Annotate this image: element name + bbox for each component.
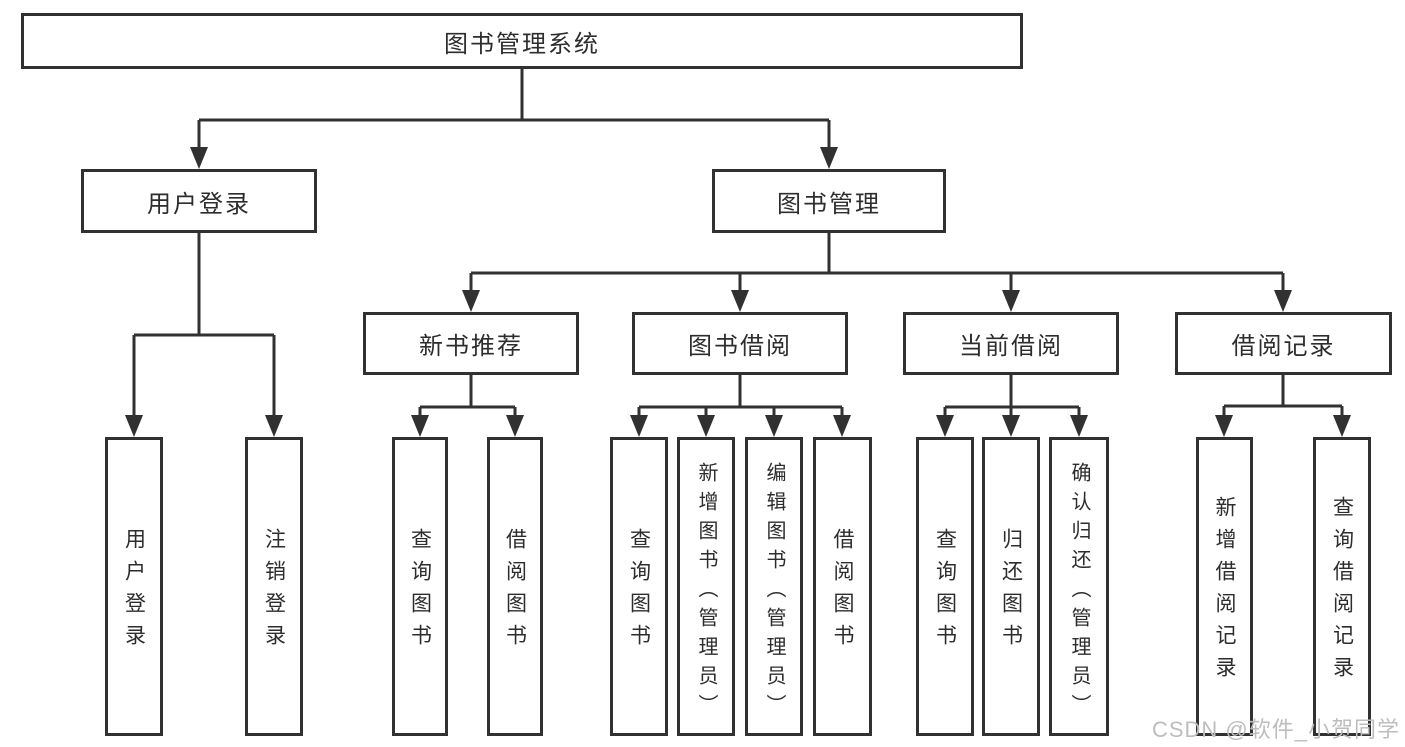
csdn-watermark: CSDN @软件_小贺同学	[1151, 717, 1400, 742]
node-book-borrow-label: 图书借阅	[688, 333, 792, 360]
node-new-book-recommend: 新书推荐	[363, 312, 579, 375]
leaf-query-borrow-record: 查询借阅记录	[1313, 437, 1371, 736]
node-book-management-label: 图书管理	[777, 190, 881, 218]
node-borrow-records-label: 借阅记录	[1231, 333, 1336, 360]
leaf-query-book-current: 查询图书	[916, 437, 974, 736]
leaf-logout: 注销登录	[245, 437, 303, 736]
leaf-add-book-admin: 新增图书（管理员）	[677, 437, 735, 736]
leaf-return-book: 归还图书	[982, 437, 1040, 736]
leaf-add-borrow-record-label: 新增借阅记录	[1213, 496, 1236, 688]
node-new-book-recommend-label: 新书推荐	[419, 333, 523, 360]
node-current-borrow: 当前借阅	[903, 312, 1119, 375]
leaf-user-login-label: 用户登录	[122, 528, 146, 656]
leaf-query-book-borrow-label: 查询图书	[627, 528, 651, 656]
leaf-query-book-recommend-label: 查询图书	[408, 528, 432, 656]
leaf-query-book-borrow: 查询图书	[610, 437, 668, 736]
leaf-borrow-book: 借阅图书	[813, 437, 872, 736]
node-user-login: 用户登录	[81, 169, 317, 233]
node-current-borrow-label: 当前借阅	[959, 333, 1063, 360]
leaf-borrow-book-label: 借阅图书	[831, 528, 854, 656]
leaf-logout-label: 注销登录	[262, 528, 286, 656]
node-borrow-records: 借阅记录	[1175, 312, 1392, 375]
leaf-confirm-return-admin-label: 确认归还（管理员）	[1068, 461, 1090, 723]
leaf-user-login: 用户登录	[105, 437, 163, 736]
leaf-borrow-book-recommend-label: 借阅图书	[503, 528, 527, 656]
leaf-query-book-current-label: 查询图书	[933, 528, 957, 656]
leaf-return-book-label: 归还图书	[999, 528, 1023, 656]
leaf-edit-book-admin-label: 编辑图书（管理员）	[763, 461, 785, 723]
leaf-add-book-admin-label: 新增图书（管理员）	[695, 461, 717, 723]
leaf-borrow-book-recommend: 借阅图书	[487, 437, 543, 736]
node-root-system-label: 图书管理系统	[444, 30, 600, 58]
leaf-query-borrow-record-label: 查询借阅记录	[1330, 496, 1354, 688]
leaf-add-borrow-record: 新增借阅记录	[1196, 437, 1253, 736]
leaf-confirm-return-admin: 确认归还（管理员）	[1049, 437, 1109, 736]
node-user-login-label: 用户登录	[147, 190, 251, 218]
leaf-query-book-recommend: 查询图书	[392, 437, 448, 736]
node-book-borrow: 图书借阅	[632, 312, 848, 375]
node-root-system: 图书管理系统	[21, 13, 1023, 69]
leaf-edit-book-admin: 编辑图书（管理员）	[745, 437, 803, 736]
node-book-management: 图书管理	[712, 169, 946, 233]
